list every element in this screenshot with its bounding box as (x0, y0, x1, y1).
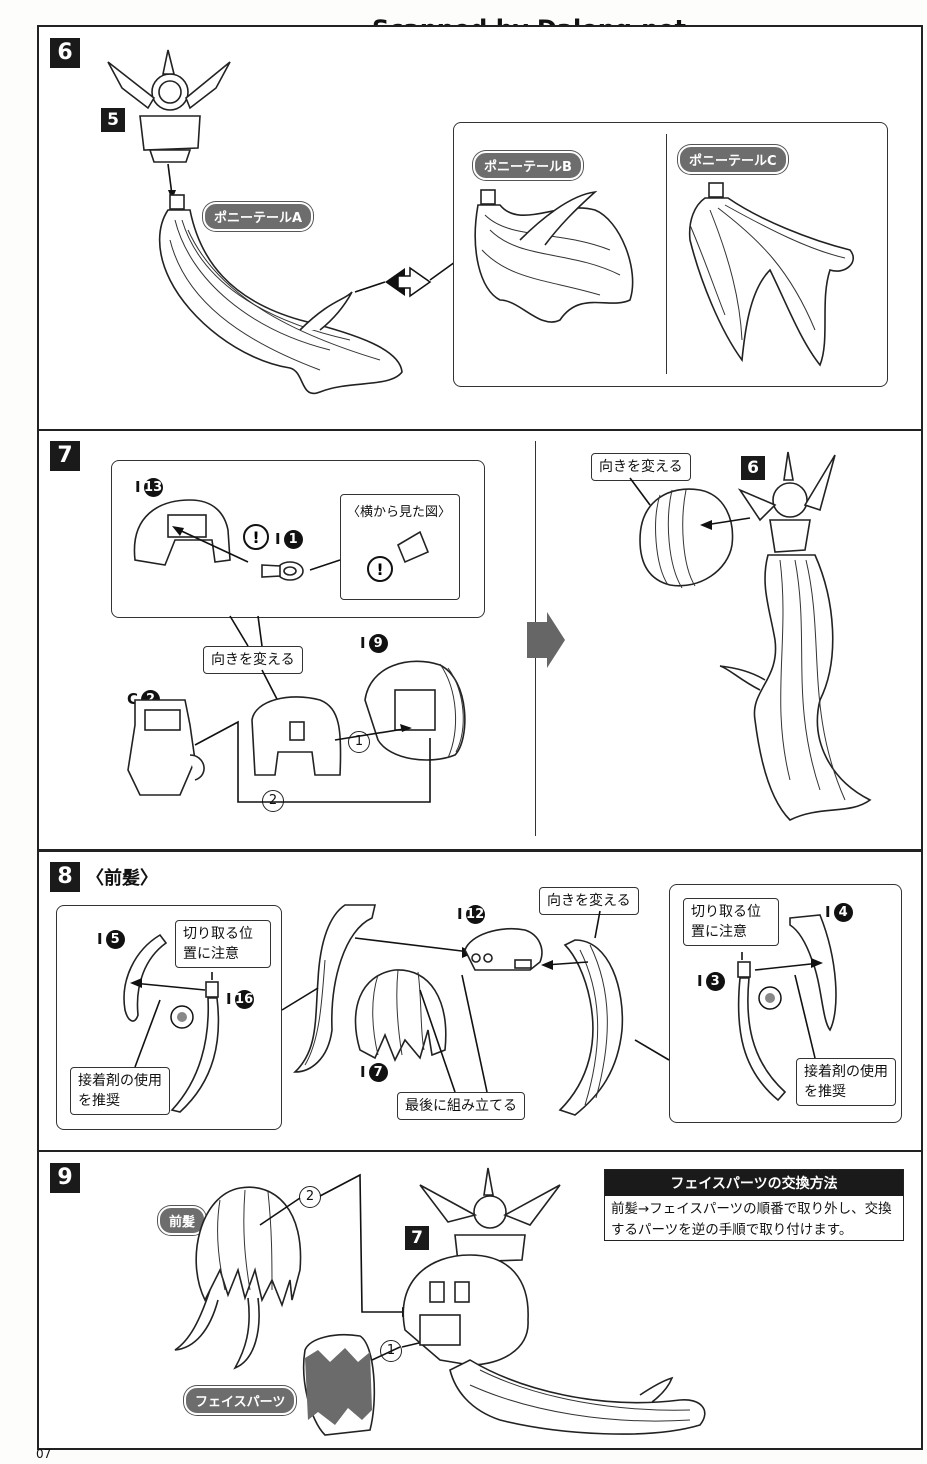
cut-position-note-left: 切り取る位置に注意 (175, 920, 271, 968)
face-mount-i12-icon (464, 927, 543, 971)
cut-position-note-right: 切り取る位置に注意 (683, 898, 779, 946)
part-number: 1 (283, 530, 303, 549)
bangs-part-icon (174, 1186, 302, 1370)
svg-text:!: ! (252, 528, 259, 547)
bangs-label: 前髪 (158, 1206, 207, 1235)
face-swap-note-title: フェイスパーツの交換方法 (605, 1170, 903, 1196)
bang-strand-i3-icon (737, 961, 787, 1102)
step-9-number: 9 (50, 1163, 80, 1193)
part-letter: I (275, 530, 281, 548)
step-9-substep-7: 7 (405, 1226, 429, 1250)
glue-recommend-note-left: 接着剤の使用を推奨 (70, 1067, 170, 1115)
side-view-label: 〈横から見た図〉 (347, 505, 452, 520)
step-8-turn-label: 向きを変える (539, 887, 639, 915)
part-number: 12 (465, 905, 485, 924)
part-number: 13 (143, 478, 163, 497)
step-7-substep-6: 6 (741, 456, 765, 480)
part-letter: I (360, 1063, 366, 1081)
part-letter: I (457, 905, 463, 923)
next-arrow-icon (527, 612, 565, 668)
variants-divider (666, 134, 667, 374)
part-letter: I (697, 972, 703, 990)
part-letter: I (825, 903, 831, 921)
assembled-head-back-icon (402, 1167, 706, 1435)
ponytail-a-icon (158, 194, 403, 395)
part-letter: I (226, 990, 232, 1008)
face-parts-label: フェイスパーツ (184, 1386, 297, 1415)
side-bang-left-icon (293, 904, 377, 1073)
ponytail-a-label: ポニーテールA (203, 202, 314, 231)
ponytail-c-label: ポニーテールC (678, 145, 788, 174)
neck-joint-part-icon (127, 699, 205, 796)
page-number: 07 (36, 1447, 52, 1461)
assembled-ponytail-icon (719, 451, 872, 821)
part-letter: I (135, 478, 141, 496)
turn-direction-label: 向きを変える (203, 646, 303, 674)
part-number: 9 (368, 634, 388, 653)
step-8-title: 〈前髪〉 (86, 868, 158, 889)
assemble-last-note: 最後に組み立てる (397, 1092, 525, 1120)
part-number: 5 (105, 930, 125, 949)
peg-part-icon (261, 561, 304, 581)
part-number: 7 (368, 1063, 388, 1082)
part-number: 16 (234, 990, 254, 1009)
face-swap-note-box: フェイスパーツの交換方法 前髪→フェイスパーツの順番で取り外し、交換するパーツを… (604, 1169, 904, 1241)
step-6-substep-5: 5 (101, 108, 125, 132)
step-7-number: 7 (50, 441, 80, 471)
part-number: 4 (833, 903, 853, 922)
ponytail-b-label: ポニーテールB (473, 151, 583, 180)
result-turn-direction-label: 向きを変える (591, 453, 691, 481)
head-back-part-icon (364, 660, 466, 761)
glue-icon (170, 1005, 194, 1029)
step-8-number: 8 (50, 862, 80, 892)
swap-arrow-icon (385, 266, 432, 298)
part-letter: C (127, 690, 139, 708)
face-parts-icon (302, 1333, 376, 1436)
glue-recommend-note-right: 接着剤の使用を推奨 (796, 1058, 896, 1106)
order-2-marker: 2 (299, 1186, 321, 1208)
order-2-marker: 2 (262, 790, 284, 812)
part-letter: I (97, 930, 103, 948)
bang-strand-i4-icon (789, 914, 837, 1032)
part-number: 3 (705, 972, 725, 991)
bang-strand-i16-icon (170, 981, 220, 1113)
ponytail-c-icon (688, 182, 854, 367)
bun-part-icon (639, 488, 734, 589)
part-letter: I (360, 634, 366, 652)
hair-ornament-icon (107, 49, 231, 163)
svg-text:!: ! (376, 560, 383, 579)
ponytail-b-icon (474, 189, 634, 323)
side-bang-right-icon (558, 939, 624, 1116)
bang-strand-i5-icon (123, 933, 168, 1022)
step-6-number: 6 (50, 38, 80, 68)
face-swap-note-body: 前髪→フェイスパーツの順番で取り外し、交換するパーツを逆の手順で取り付けます。 (611, 1201, 892, 1238)
front-bang-i7-icon (354, 969, 447, 1062)
glue-icon (758, 986, 782, 1010)
turned-cap-part-icon (251, 696, 342, 776)
warning-icon: ! (243, 524, 269, 550)
warning-icon: ! (367, 556, 393, 582)
